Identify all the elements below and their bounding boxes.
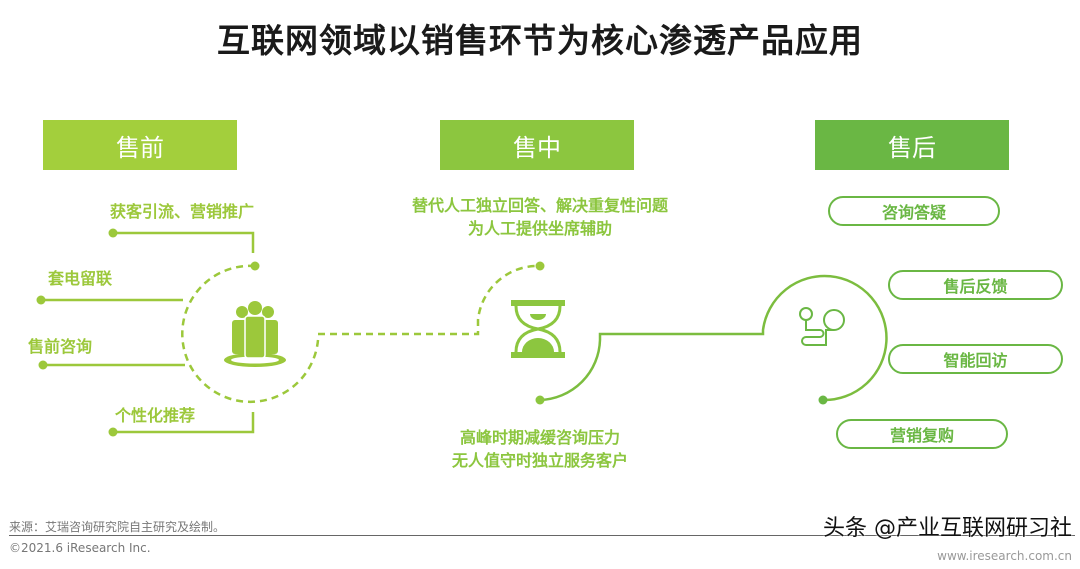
stage-header-after-sale: 售后 [815,120,1009,170]
after-sale-pill: 咨询答疑 [828,196,1000,226]
after-sale-pill: 智能回访 [888,344,1063,374]
after-sale-pill: 营销复购 [836,419,1008,449]
hourglass-icon [511,300,565,358]
stage-header-pre-sale: 售前 [43,120,237,170]
circuit-icon [799,307,845,346]
text-line: 无人值守时独立服务客户 [451,451,628,470]
after-sale-pill: 售后反馈 [888,270,1063,300]
copyright: ©2021.6 iResearch Inc. [9,541,151,555]
site-url: www.iresearch.com.cn [937,549,1072,563]
stage-header-in-sale: 售中 [440,120,634,170]
in-sale-top-text: 替代人工独立回答、解决重复性问题 为人工提供坐席辅助 [340,194,740,240]
pre-sale-item: 套电留联 [48,269,113,288]
in-sale-bottom-text: 高峰时期减缓咨询压力 无人值守时独立服务客户 [340,426,740,472]
text-line: 高峰时期减缓咨询压力 [459,428,620,447]
pre-sale-item: 获客引流、营销推广 [110,202,255,221]
people-group-icon [224,301,286,367]
text-line: 为人工提供坐席辅助 [467,219,612,238]
footer-divider [9,535,1075,536]
page-title: 互联网领域以销售环节为核心渗透产品应用 [217,21,863,60]
pre-sale-item: 个性化推荐 [115,406,196,425]
watermark: 头条 @产业互联网研习社 [823,516,1072,541]
source-note: 来源：艾瑞咨询研究院自主研究及绘制。 [9,520,226,534]
text-line: 替代人工独立回答、解决重复性问题 [411,196,668,215]
pre-sale-item: 售前咨询 [28,337,93,356]
